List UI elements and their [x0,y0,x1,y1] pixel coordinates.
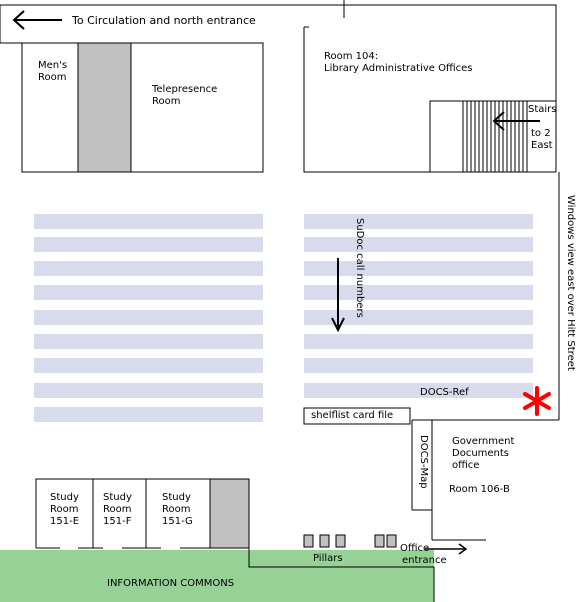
study-room-g-label-3: 151-G [162,516,193,527]
study-room-f-label-1: Study [103,492,132,503]
study-room-f-label-2: Room [103,504,132,515]
shelf-left-7 [34,358,263,373]
shelf-left-2 [34,237,263,252]
arrow-left-icon [12,10,62,30]
red-asterisk-marker-icon [523,386,551,416]
information-commons-label: INFORMATION COMMONS [107,578,235,589]
mens-room-label-2: Room [38,72,67,83]
study-room-f-label-3: 151-F [103,516,132,527]
arrow-down-icon [331,258,345,333]
shelf-left-4 [34,285,263,300]
pillars-label: Pillars [313,553,343,564]
shelf-left-3 [34,261,263,276]
telepresence-label-1: Telepresence [152,84,218,95]
shelf-left-1 [34,214,263,229]
stairs-arrow-icon [492,111,540,131]
study-room-g-label-1: Study [162,492,191,503]
stairs-label-1: Stairs [528,104,557,115]
to-circulation-label: To Circulation and north entrance [72,14,256,27]
room-104-label-1: Room 104: [324,51,379,62]
stairs-label-2: to 2 [531,128,551,139]
gov-docs-label-2: Documents [452,448,510,459]
study-room-g-label-2: Room [162,504,191,515]
shelf-right-4 [304,285,533,300]
stair-treads [462,101,528,172]
sudoc-call-numbers-label: SuDoc call numbers [354,218,365,318]
arrow-right-icon [425,543,468,555]
room-104-label-2: Library Administrative Offices [324,63,473,74]
shelflist-card-file-label: shelflist card file [311,410,394,421]
study-room-e-label-1: Study [50,492,79,503]
shelf-right-2 [304,237,533,252]
office-entrance-label-2: entrance [402,555,447,566]
docs-map-label: DOCS-Map [418,435,429,489]
shelf-left-8 [34,383,263,398]
pillars [303,534,397,548]
shelf-left-6 [34,334,263,349]
windows-view-label: Windows view east over Hitt Street [565,195,576,371]
shelf-right-6 [304,334,533,349]
wall-block-left [77,42,132,173]
stairs-label-3: East [531,140,553,151]
shelf-docs-ref [304,383,533,398]
study-room-e-label-2: Room [50,504,79,515]
mens-room-label-1: Men's [38,60,68,71]
wall-block-right [209,478,250,549]
telepresence-label-2: Room [152,96,181,107]
shelf-right-7 [304,358,533,373]
gov-docs-label-3: office [452,460,480,471]
shelf-right-1 [304,214,533,229]
docs-ref-label: DOCS-Ref [420,387,469,398]
shelf-left-5 [34,310,263,325]
shelf-right-5 [304,310,533,325]
study-room-e-label-3: 151-E [50,516,80,527]
shelf-right-3 [304,261,533,276]
room-106b-label: Room 106-B [449,484,510,495]
gov-docs-label-1: Government [452,436,515,447]
shelf-left-9 [34,407,263,422]
office-entrance-label-1: Office [400,543,430,554]
information-commons-area [0,550,434,602]
